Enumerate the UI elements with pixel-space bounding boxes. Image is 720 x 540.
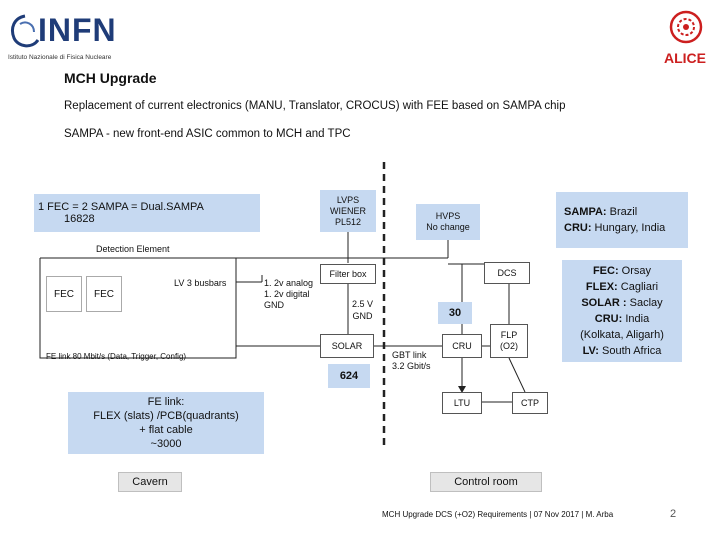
hvps-line-2: No change xyxy=(426,222,470,232)
cavern-label: Cavern xyxy=(132,476,168,488)
alice-logo-text: ALICE xyxy=(664,50,706,66)
solar-label: SOLAR xyxy=(331,341,363,351)
lvps-box: LVPS WIENER PL512 xyxy=(320,190,376,232)
cru-box: CRU xyxy=(442,334,482,358)
ctp-box: CTP xyxy=(512,392,548,414)
lvps-line-2: WIENER xyxy=(330,205,366,216)
control-room-label-box: Control room xyxy=(430,472,542,492)
fec-info-label-4: CRU: xyxy=(594,313,623,325)
analog-line-1: 1. 2v analog xyxy=(264,278,314,288)
analog-line-3: GND xyxy=(264,300,284,310)
fe-link-info-line-2: FLEX (slats) /PCB(quadrants) xyxy=(93,410,239,422)
sampa-info-value-1: Brazil xyxy=(606,206,638,218)
fec-info-value-6: South Africa xyxy=(598,345,662,357)
detection-element-label: Detection Element xyxy=(96,244,170,254)
solar-box: SOLAR xyxy=(320,334,374,358)
gbt-line-2: 3.2 Gbit/s xyxy=(392,361,431,371)
analog-label: 1. 2v analog 1. 2v digital GND xyxy=(264,278,313,311)
infn-logo-subtitle: Istituto Nazionale di Fisica Nucleare xyxy=(8,54,112,61)
lvps-line-3: PL512 xyxy=(334,216,362,227)
fec-info-label-1: FEC: xyxy=(592,265,619,277)
v25-line-1: 2.5 V xyxy=(352,299,374,309)
ltu-label: LTU xyxy=(453,398,471,408)
flp-line-1: FLP xyxy=(500,330,518,340)
ctp-label: CTP xyxy=(521,398,539,408)
hvps-box: HVPS No change xyxy=(416,204,480,240)
slide-line-1: Replacement of current electronics (MANU… xyxy=(64,100,566,112)
analog-line-2: 1. 2v digital xyxy=(264,289,310,299)
ltu-box: LTU xyxy=(442,392,482,414)
flp-line-2: (O2) xyxy=(500,341,518,351)
fec-info-value-4: India xyxy=(622,313,650,325)
slide-line-2: SAMPA - new front-end ASIC common to MCH… xyxy=(64,128,351,140)
sampa-info-label-2: CRU: xyxy=(564,222,592,234)
v25-line-2: GND xyxy=(352,311,373,321)
control-room-label: Control room xyxy=(454,476,518,488)
sampa-info-box: SAMPA: Brazil CRU: Hungary, India xyxy=(556,192,688,248)
fec-info-value-3: Saclay xyxy=(626,297,663,309)
filter-box-label: Filter box xyxy=(329,269,367,279)
fe-link-info-line-3: + flat cable xyxy=(139,424,193,436)
count-30-label: 30 xyxy=(448,307,462,319)
lv-busbars-label: LV 3 busbars xyxy=(174,278,227,288)
count-624-box: 624 xyxy=(328,364,370,388)
v25-label: 2.5 V GND xyxy=(352,298,373,322)
gbt-link-label: GBT link 3.2 Gbit/s xyxy=(392,350,431,372)
dcs-label: DCS xyxy=(497,268,517,278)
gbt-line-1: GBT link xyxy=(392,350,427,360)
fec-info-value-1: Orsay xyxy=(618,265,652,277)
flp-box: FLP (O2) xyxy=(490,324,528,358)
fec-box-1: FEC xyxy=(46,276,82,312)
infn-swirl-icon xyxy=(10,14,40,48)
fe-link-label: FE link 80 Mbit/s (Data, Trigger, Config… xyxy=(46,352,187,361)
lvps-line-1: LVPS xyxy=(336,194,360,205)
hvps-line-1: HVPS xyxy=(435,211,461,221)
fec-info-line-5: (Kolkata, Aligarh) xyxy=(580,329,664,341)
page-number: 2 xyxy=(670,508,677,520)
dcs-box: DCS xyxy=(484,262,530,284)
alice-emblem-icon xyxy=(669,10,703,44)
footer-text: MCH Upgrade DCS (+O2) Requirements | 07 … xyxy=(382,510,614,519)
fec-info-label-2: FLEX: xyxy=(585,281,618,293)
fec-note-line-2: 16828 xyxy=(64,213,95,225)
sampa-info-label-1: SAMPA: xyxy=(564,206,607,218)
fe-link-info-box: FE link: FLEX (slats) /PCB(quadrants) + … xyxy=(68,392,264,454)
fec-info-box: FEC: Orsay FLEX: Cagliari SOLAR : Saclay… xyxy=(562,260,682,362)
detection-element-outline xyxy=(39,258,237,359)
fe-link-info-line-1: FE link: xyxy=(147,396,185,408)
count-624-label: 624 xyxy=(339,370,359,382)
fec-note-line-1: 1 FEC = 2 SAMPA = Dual.SAMPA xyxy=(38,201,204,213)
alice-logo: ALICE xyxy=(660,8,710,68)
fe-link-info-line-4: ~3000 xyxy=(150,438,182,450)
cru-label: CRU xyxy=(452,341,472,351)
infn-logo-text: INFN xyxy=(38,12,117,48)
fec-note-box: 1 FEC = 2 SAMPA = Dual.SAMPA 16828 xyxy=(34,194,260,232)
fec-box-2-label: FEC xyxy=(94,288,114,300)
fec-box-2: FEC xyxy=(86,276,122,312)
sampa-info-value-2: Hungary, India xyxy=(591,222,666,234)
count-30-box: 30 xyxy=(438,302,472,324)
cavern-label-box: Cavern xyxy=(118,472,182,492)
fec-info-label-6: LV: xyxy=(582,345,599,357)
fec-box-1-label: FEC xyxy=(54,288,74,300)
slide-title: MCH Upgrade xyxy=(64,70,157,86)
filter-box: Filter box xyxy=(320,264,376,284)
fec-info-value-2: Cagliari xyxy=(617,281,659,293)
infn-logo: INFN Istituto Nazionale di Fisica Nuclea… xyxy=(8,10,128,65)
fec-info-label-3: SOLAR : xyxy=(581,297,627,309)
